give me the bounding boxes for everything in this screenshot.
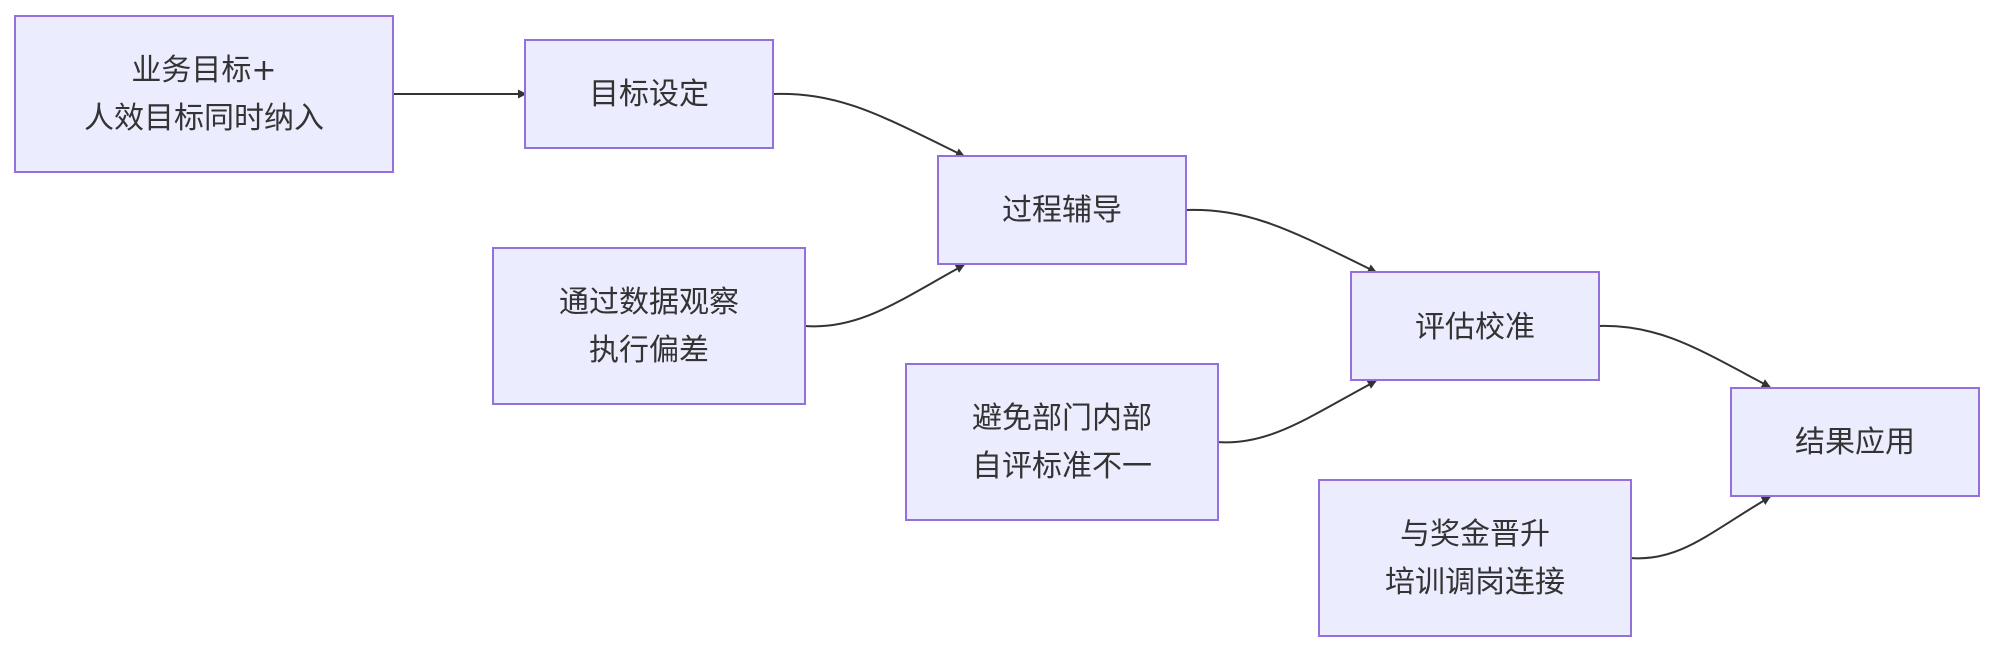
edge-process-coaching-to-assessment-calibration — [1184, 208, 1377, 273]
node-process-coaching: 过程辅导 — [937, 155, 1187, 265]
edge-goal-setting-to-process-coaching — [772, 92, 965, 157]
edge-assessment-calibration-to-result-application — [1597, 324, 1771, 388]
node-avoid-inconsistency-line1: 避免部门内部 — [972, 401, 1152, 436]
node-goal-setting-label: 目标设定 — [589, 77, 709, 112]
node-business-goal-line1: 业务目标+ — [131, 53, 276, 88]
node-business-goal-line2: 人效目标同时纳入 — [84, 101, 324, 136]
edge-data-observation-to-process-coaching — [804, 264, 965, 328]
node-data-observation-line1: 通过数据观察 — [559, 285, 739, 320]
node-process-coaching-label: 过程辅导 — [1002, 193, 1122, 228]
node-avoid-inconsistency: 避免部门内部 自评标准不一 — [905, 363, 1219, 521]
node-goal-setting: 目标设定 — [524, 39, 774, 149]
node-result-application-label: 结果应用 — [1795, 425, 1915, 460]
node-business-goal: 业务目标+ 人效目标同时纳入 — [14, 15, 394, 173]
node-assessment-calibration-label: 评估校准 — [1415, 310, 1535, 345]
node-link-rewards-line1: 与奖金晋升 — [1400, 517, 1550, 552]
node-result-application: 结果应用 — [1730, 387, 1980, 497]
node-data-observation: 通过数据观察 执行偏差 — [492, 247, 806, 405]
edges — [393, 89, 1771, 560]
edge-avoid-inconsistency-to-assessment-calibration — [1216, 380, 1377, 444]
node-assessment-calibration: 评估校准 — [1350, 271, 1600, 381]
node-avoid-inconsistency-line2: 自评标准不一 — [972, 449, 1152, 484]
edge-link-rewards-to-result-application — [1629, 496, 1771, 560]
node-data-observation-line2: 执行偏差 — [589, 333, 709, 368]
node-link-rewards-line2: 培训调岗连接 — [1385, 565, 1565, 600]
node-link-rewards: 与奖金晋升 培训调岗连接 — [1318, 479, 1632, 637]
